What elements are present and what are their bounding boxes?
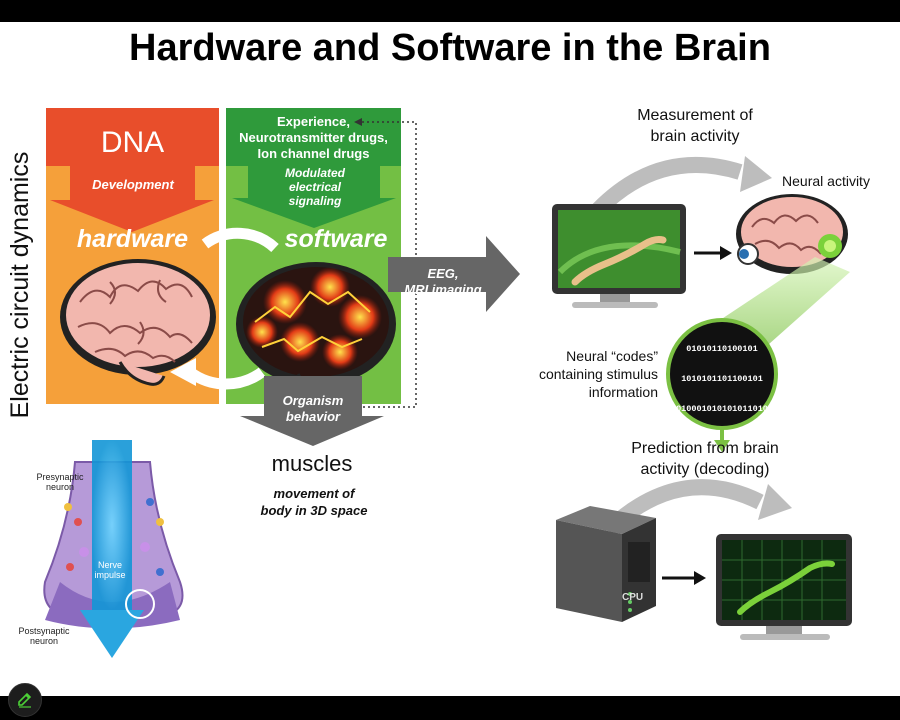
neural-activity-label: Neural activity xyxy=(782,173,870,189)
pencil-icon[interactable] xyxy=(8,683,42,717)
organism-label: Organism behavior xyxy=(282,393,344,424)
experience-label: Experience, Neurotransmitter drugs, Ion … xyxy=(239,114,388,161)
dna-label: DNA xyxy=(100,126,165,159)
monitor-salamander xyxy=(552,204,686,308)
slide: Hardware and Software in the Brain Elect… xyxy=(0,22,900,696)
cycle-arrow-bottom xyxy=(186,367,266,390)
modulated-arrow xyxy=(232,166,396,228)
slide-title: Hardware and Software in the Brain xyxy=(129,27,771,69)
dna-bar xyxy=(46,108,219,166)
movement-label: movement of body in 3D space xyxy=(260,486,368,518)
prediction-label: Prediction from brain activity (decoding… xyxy=(631,440,779,478)
eeg-label: EEG, MRI imaging xyxy=(404,266,482,297)
measurement-arc xyxy=(592,156,743,216)
muscles-label: muscles xyxy=(271,451,353,476)
hardware-label: hardware xyxy=(76,225,189,253)
organism-arrow xyxy=(240,376,384,446)
binary-code: 01010110100101 1010101101100101 01000101… xyxy=(676,344,768,414)
software-label: software xyxy=(284,225,388,253)
experience-bar xyxy=(226,108,401,166)
measurement-label: Measurement of brain activity xyxy=(637,107,753,145)
hardware-brain xyxy=(60,259,216,386)
eeg-arrow xyxy=(388,236,520,312)
diagram-graphics xyxy=(28,108,852,658)
pencil-glyph xyxy=(18,692,32,708)
development-label: Development xyxy=(92,177,174,192)
measured-brain xyxy=(736,194,848,274)
cycle-arrow-top xyxy=(201,227,279,253)
development-arrow xyxy=(50,166,214,232)
monitor-decoded xyxy=(716,534,852,640)
cpu-tower xyxy=(556,506,656,622)
synapse-illustration xyxy=(28,440,193,658)
modulated-label: Modulated electrical signaling xyxy=(285,166,345,208)
cpu-label: CPU xyxy=(622,592,644,603)
neural-codes-label: Neural “codes” containing stimulus infor… xyxy=(538,348,658,400)
